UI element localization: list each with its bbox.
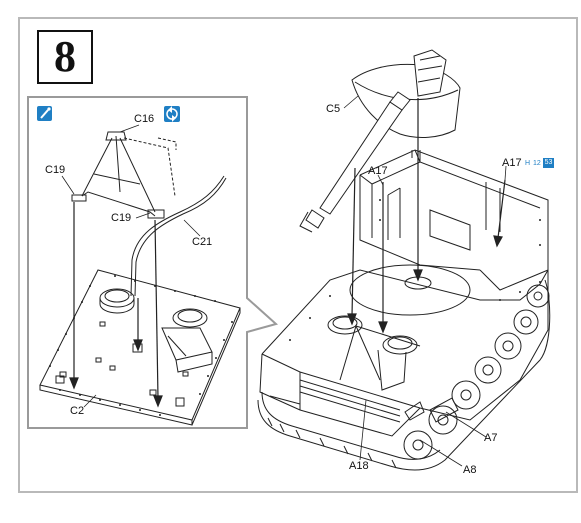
glue-icon: [37, 106, 52, 121]
part-label-a18: A18: [349, 460, 369, 472]
rod-c21: [130, 175, 225, 297]
part-label-c19-mid: C19: [111, 212, 132, 224]
vehicle-drawing: [257, 49, 551, 471]
reference-badge-second: 53: [543, 158, 554, 168]
deck-hatch-left: [327, 315, 363, 335]
part-label-c19-top: C19: [45, 164, 66, 176]
reference-badge-letter: H: [525, 160, 531, 167]
part-label-c21: C21: [192, 236, 213, 248]
part-label-a8: A8: [463, 464, 477, 476]
part-label-c2: C2: [70, 405, 85, 417]
road-wheels: [403, 284, 550, 460]
rotate-arrows-icon: [164, 106, 180, 122]
hatch-ring-right: [172, 308, 208, 328]
part-label-c5: C5: [326, 103, 341, 115]
part-label-a7: A7: [484, 432, 498, 444]
fighting-compartment-floor: [349, 264, 471, 316]
instruction-frame: [18, 17, 578, 493]
part-label-a17-left: A17: [368, 165, 388, 177]
part-label-c16: C16: [134, 113, 155, 125]
step-number: 8: [37, 30, 93, 84]
part-label-a17-right: A17: [502, 157, 522, 169]
reference-badge-first: 12: [533, 160, 541, 167]
tripod-c16: [81, 135, 156, 213]
vehicle-arrows: [347, 98, 506, 334]
inset-arrows: [69, 202, 163, 408]
track: [257, 279, 551, 471]
